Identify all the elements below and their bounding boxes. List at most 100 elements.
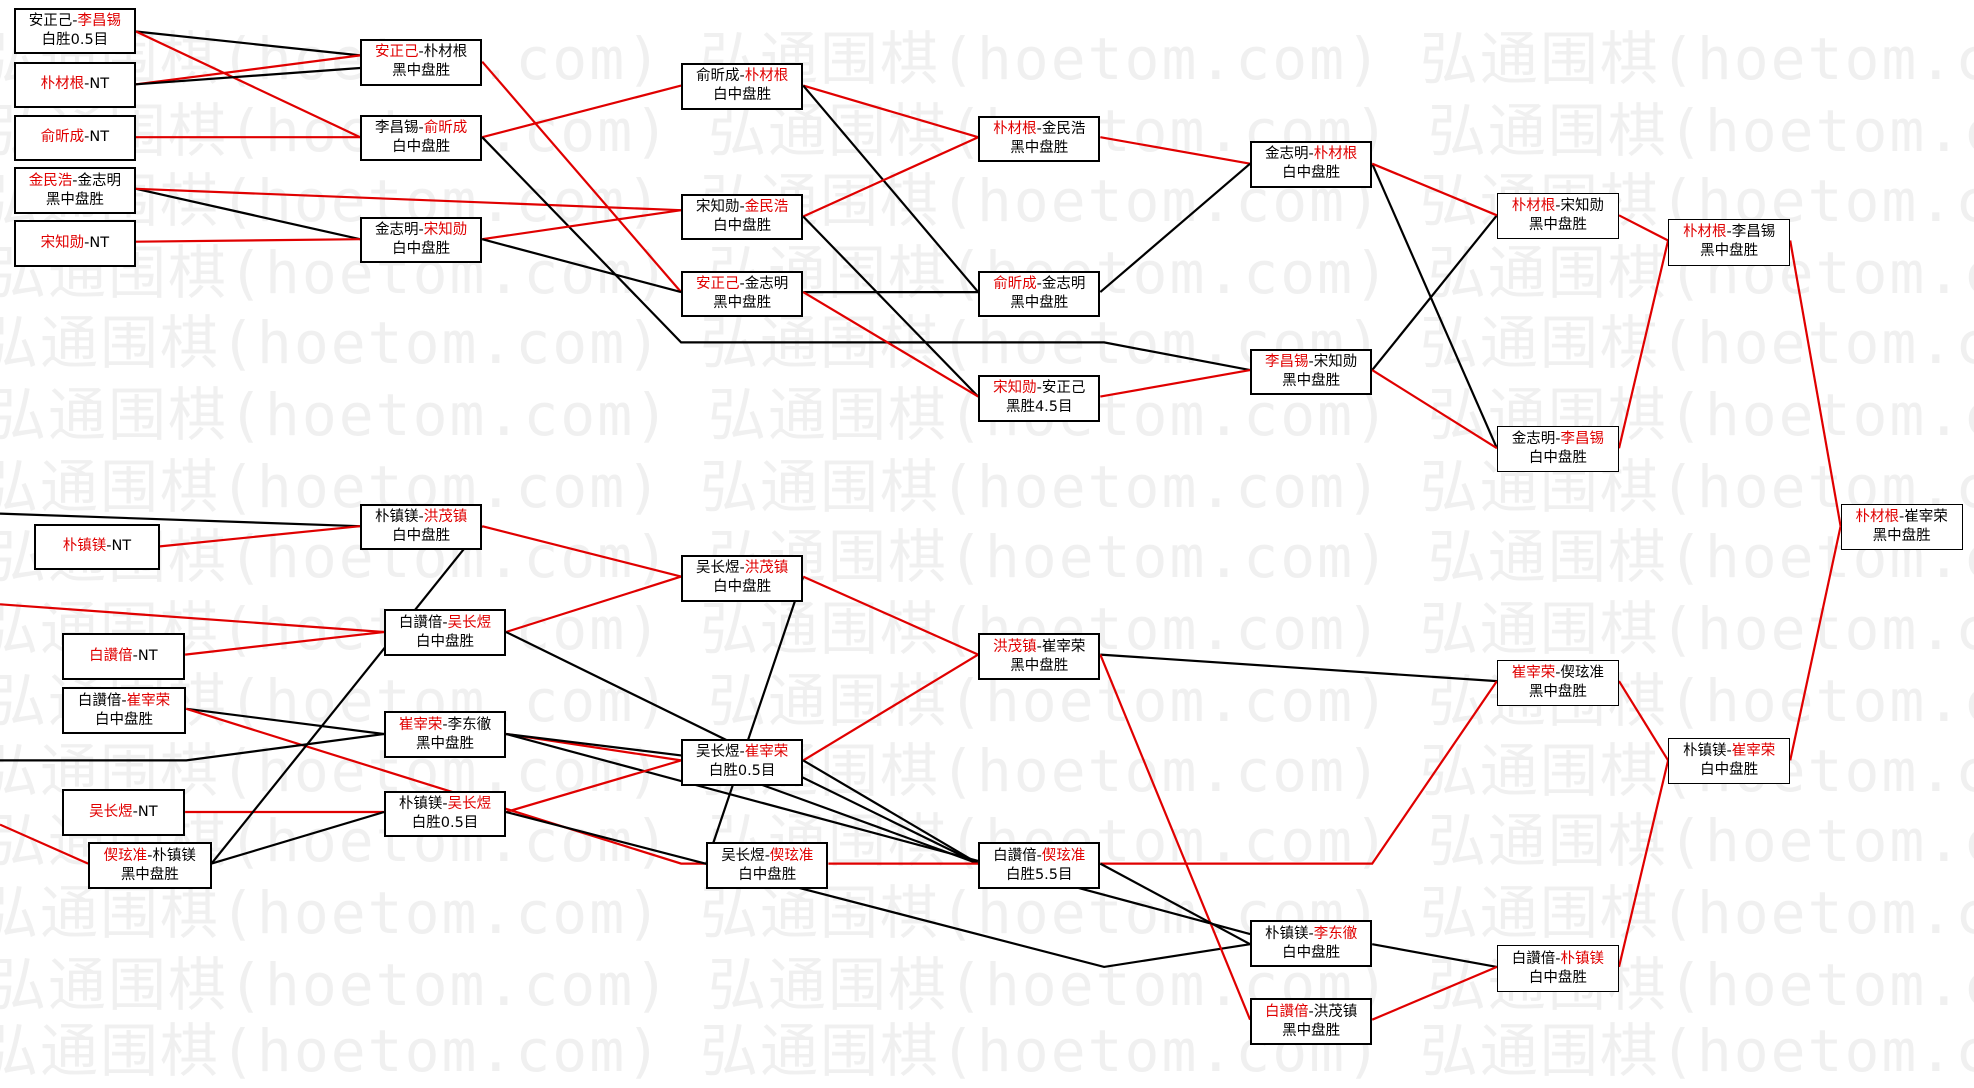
winner-connector-line: [1371, 369, 1498, 450]
player-black: 崔宰荣: [398, 716, 443, 733]
match-box: 俞昕成-金志明黑中盘胜: [978, 270, 1101, 318]
match-box: 李昌锡-宋知勋黑中盘胜: [1250, 348, 1373, 396]
match-box: 金民浩-金志明黑中盘胜: [13, 167, 136, 215]
loser-connector-line: [1099, 162, 1251, 293]
player-black: 吴长煜: [721, 847, 765, 864]
match-players: 朴镇镁-崔宰荣: [1669, 742, 1789, 761]
match-players: 朴材根-李昌锡: [1669, 223, 1789, 242]
loser-connector-line: [802, 759, 979, 865]
match-result: 黑中盘胜: [392, 63, 451, 80]
match-box: 崔宰荣-李东徹黑中盘胜: [383, 711, 507, 758]
player-black: 朴镇镁: [1265, 925, 1309, 942]
vs-dash: -: [1555, 197, 1561, 214]
player-black: 吴长煜: [696, 744, 740, 761]
vs-dash: -: [442, 795, 448, 812]
player-white: 李昌锡: [1560, 430, 1605, 447]
loser-connector-line: [0, 512, 361, 528]
player-black: 宋知勋: [696, 199, 740, 216]
match-box: 朴材根-NT: [13, 61, 136, 109]
vs-dash: -: [739, 68, 745, 85]
loser-connector-line: [210, 525, 484, 865]
match-players: 金志明-宋知勋: [362, 221, 480, 240]
loser-connector-line: [505, 810, 1251, 969]
match-box: 安正己-朴材根黑中盘胜: [360, 39, 483, 86]
player-black: 白讚偣: [1511, 950, 1556, 967]
match-result: 白中盘胜: [713, 579, 772, 596]
match-players: 朴材根-崔宰荣: [1842, 508, 1962, 527]
winner-connector-line: [135, 54, 361, 86]
match-players: 白讚偣-洪茂镇: [1252, 1003, 1370, 1022]
vs-dash: -: [106, 538, 112, 555]
winner-connector-line: [482, 209, 682, 241]
match-players: 崔宰荣-李东徹: [386, 716, 504, 735]
player-white: NT: [111, 538, 132, 555]
match-box: 崔宰荣-偰玹准黑中盘胜: [1496, 659, 1619, 707]
match-result: 黑中盘胜: [1010, 140, 1069, 157]
player-white: 洪茂镇: [1313, 1003, 1358, 1020]
player-white: NT: [137, 648, 158, 665]
match-box: 朴材根-崔宰荣黑中盘胜: [1840, 503, 1963, 551]
player-black: 朴镇镁: [62, 538, 107, 555]
player-black: 李昌锡: [1265, 354, 1309, 370]
match-result: 白中盘胜: [95, 711, 153, 728]
match-result: 白中盘胜: [416, 633, 475, 650]
match-box: 金志明-李昌锡白中盘胜: [1496, 425, 1619, 473]
loser-connector-line: [1371, 214, 1498, 371]
match-box: 白讚偣-吴长煜白中盘胜: [383, 609, 507, 656]
player-white: 金民浩: [744, 199, 789, 216]
match-box: 金志明-宋知勋白中盘胜: [360, 216, 483, 264]
player-white: 俞昕成: [423, 119, 468, 136]
match-box: 吴长煜-崔宰荣白胜0.5目: [681, 738, 804, 786]
winner-connector-line: [1618, 214, 1669, 242]
match-result: 白胜0.5目: [708, 763, 776, 780]
match-players: 安正己-朴材根: [362, 43, 480, 62]
player-black: 俞昕成: [40, 129, 85, 146]
player-black: 白讚偣: [398, 614, 443, 631]
match-players: 白讚偣-崔宰荣: [64, 692, 185, 711]
match-box: 朴镇镁-李东徹白中盘胜: [1250, 920, 1373, 967]
loser-connector-line: [481, 136, 1251, 372]
match-players: 宋知勋-金民浩: [683, 198, 801, 217]
winner-connector-line: [1099, 654, 1252, 1021]
winner-connector-line: [802, 575, 979, 656]
vs-dash: -: [442, 716, 448, 733]
vs-dash: -: [1726, 743, 1732, 759]
match-players: 朴材根-宋知勋: [1498, 197, 1618, 216]
winner-connector-line: [1789, 240, 1842, 527]
player-white: 洪茂镇: [423, 508, 468, 525]
match-result: 白中盘胜: [392, 138, 451, 155]
player-white: 吴长煜: [447, 795, 492, 812]
match-result: 白胜5.5目: [1005, 866, 1073, 883]
winner-connector-line: [481, 525, 682, 578]
vs-dash: -: [442, 614, 448, 631]
winner-connector-line: [135, 30, 361, 139]
player-black: 朴材根: [1683, 224, 1727, 241]
match-box: 白讚偣-偰玹准白胜5.5目: [978, 842, 1101, 889]
loser-connector-line: [481, 238, 682, 294]
vs-dash: -: [1308, 354, 1314, 370]
player-black: 偰玹准: [103, 847, 148, 864]
match-box: 吴长煜-洪茂镇白中盘胜: [681, 555, 804, 602]
player-black: 俞昕成: [993, 275, 1037, 292]
player-black: 吴长煜: [696, 560, 740, 577]
winner-connector-line: [505, 759, 682, 814]
match-result: 黑中盘胜: [1010, 294, 1069, 311]
vs-dash: -: [84, 235, 90, 252]
player-white: 宋知勋: [423, 221, 468, 238]
match-box: 宋知勋-安正己黑胜4.5目: [978, 375, 1101, 422]
match-players: 李昌锡-宋知勋: [1252, 353, 1370, 372]
match-box: 金志明-朴材根白中盘胜: [1250, 141, 1373, 188]
match-players: 白讚偣-朴镇镁: [1498, 950, 1618, 969]
player-white: 李昌锡: [1731, 224, 1776, 241]
player-black: 朴材根: [40, 76, 85, 93]
vs-dash: -: [147, 847, 153, 864]
match-players: 吴长煜-洪茂镇: [683, 559, 801, 578]
player-white: 金志明: [1041, 275, 1086, 292]
winner-connector-line: [1618, 680, 1670, 761]
vs-dash: -: [132, 804, 138, 821]
match-result: 白中盘胜: [1282, 165, 1341, 182]
match-result: 白中盘胜: [1528, 449, 1587, 466]
match-box: 朴镇镁-NT: [33, 523, 160, 571]
match-players: 李昌锡-俞昕成: [362, 119, 480, 138]
winner-connector-line: [0, 603, 385, 634]
